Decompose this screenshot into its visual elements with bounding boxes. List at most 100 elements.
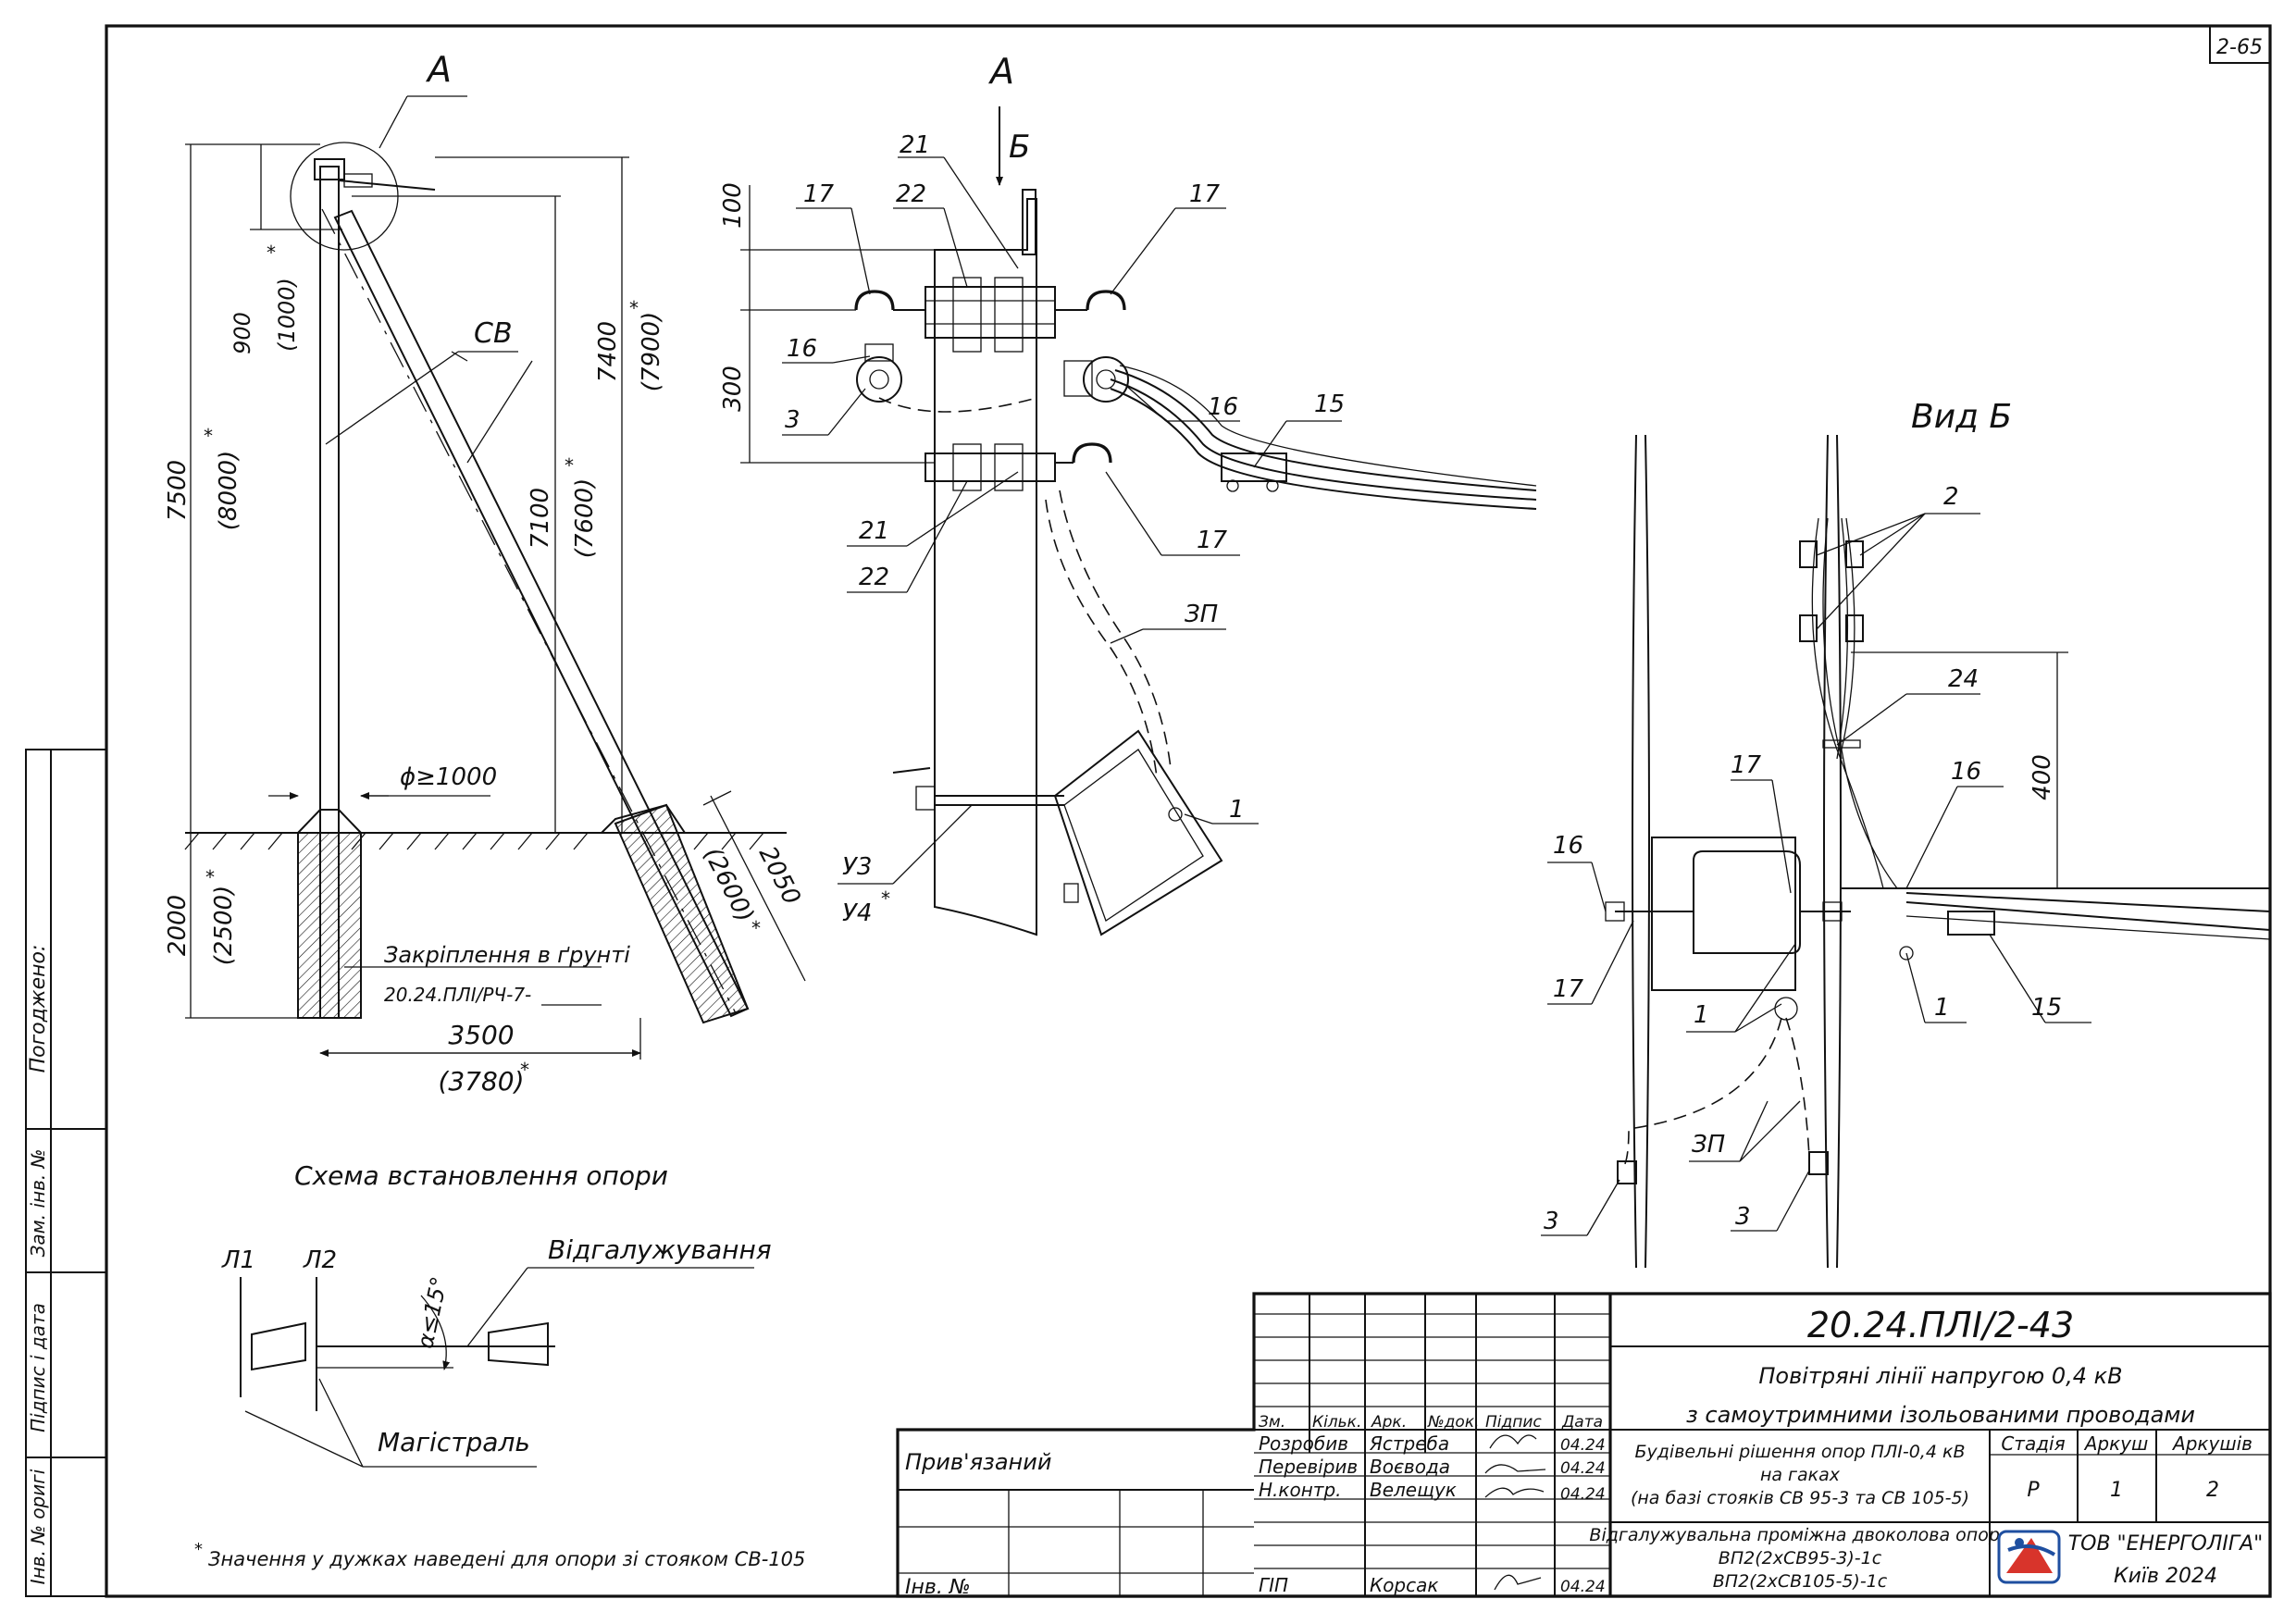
callout-16-viewb-right: 16	[1951, 758, 1981, 786]
tb-name-2: Велещук	[1370, 1479, 1457, 1501]
dim-7500: 7500	[164, 460, 192, 521]
pole-foundation	[297, 832, 362, 1019]
dim-3780: (3780)	[438, 1066, 524, 1097]
dim-7400: 7400	[594, 321, 622, 382]
sv-label: СВ	[474, 317, 513, 350]
title-block: Прив'язаний Інв. № Зм. Кільк. Арк. №док.…	[896, 1292, 2272, 1599]
detail-a-label: А	[987, 51, 1014, 92]
dim-2500-star: *	[205, 866, 215, 888]
callout-17-bottom: 17	[1197, 527, 1228, 554]
sheet-number-box: 2-65	[2209, 25, 2271, 64]
tb-head-zm: Зм.	[1259, 1413, 1285, 1432]
tb-inv-no: Інв. №	[905, 1576, 971, 1599]
callout-zp-viewb: ЗП	[1692, 1131, 1725, 1159]
tb-subject-2: на гаках	[1760, 1465, 1841, 1485]
callout-u3: У3	[842, 853, 872, 881]
callout-u4-star: *	[881, 887, 890, 910]
callout-1-detail: 1	[1229, 796, 1245, 824]
signatures	[1484, 1434, 1546, 1591]
callout-3-viewb-left: 3	[1544, 1208, 1559, 1235]
pit-diameter-label: ϕ≥1000	[400, 763, 497, 791]
stamp-replace-inv: Зам. інв. №	[27, 1149, 49, 1258]
tb-drawing-1: Відгалужувальна проміжна двоколова опора	[1589, 1525, 2010, 1545]
junction-box	[1053, 729, 1223, 936]
dim-100: 100	[719, 182, 747, 229]
callout-1-viewb-left: 1	[1694, 1001, 1709, 1029]
callout-15-viewb: 15	[2031, 994, 2062, 1022]
dim-8000-star: *	[204, 425, 213, 447]
footnote: Значення у дужках наведені для опори зі …	[208, 1548, 805, 1570]
callout-u4: У4	[842, 899, 872, 927]
clamp-left	[856, 356, 902, 403]
dim-3500: 3500	[448, 1020, 514, 1050]
detail-post	[934, 198, 1037, 936]
dim-2000: 2000	[164, 895, 192, 956]
callout-15: 15	[1314, 391, 1345, 418]
tb-head-ndok: №док.	[1427, 1413, 1480, 1432]
callout-16-viewb-left: 16	[1553, 832, 1583, 860]
tb-line1: Повітряні лінії напругою 0,4 кВ	[1758, 1363, 2122, 1389]
footnote-star: *	[194, 1540, 203, 1559]
dim-8000: (8000)	[215, 451, 242, 530]
arrow-b-label: Б	[1009, 129, 1030, 166]
tb-stage: Р	[2027, 1479, 2040, 1502]
dim-2500: (2500)	[210, 886, 238, 965]
sheet-number: 2-65	[2216, 36, 2263, 59]
dim-300: 300	[719, 366, 747, 412]
dim-7100: 7100	[527, 488, 554, 549]
callout-24: 24	[1948, 665, 1979, 693]
callout-17-viewb-left: 17	[1553, 975, 1584, 1003]
view-b-connector-15	[1947, 911, 1995, 936]
side-stamp: Погоджено: Зам. інв. № Підпис і дата Інв…	[25, 749, 107, 1597]
tb-date-2: 04.24	[1560, 1485, 1606, 1504]
tb-drawing-2: ВП2(2хСВ95-3)-1с	[1719, 1548, 1882, 1568]
callout-22-top: 22	[896, 180, 926, 208]
label-l1: Л1	[221, 1246, 255, 1274]
anchoring-title: Закріплення в ґрунті	[384, 942, 630, 968]
tb-sheet: 1	[2110, 1479, 2123, 1502]
tb-company: ТОВ "ЕНЕРГОЛІГА"	[2068, 1532, 2264, 1556]
stamp-orig-inv: Інв. № оригі	[27, 1469, 49, 1584]
dim-7600-star: *	[565, 454, 574, 477]
callout-1-viewb-right: 1	[1934, 994, 1950, 1022]
tb-head-ark: Арк.	[1371, 1413, 1407, 1432]
tb-city-year: Київ 2024	[2114, 1565, 2217, 1588]
dim-1000-star: *	[267, 242, 276, 264]
dim-7900-star: *	[629, 297, 639, 319]
tb-sheets: 2	[2206, 1479, 2219, 1502]
tb-name-1: Воєвода	[1370, 1456, 1450, 1478]
dim-7600: (7600)	[571, 478, 599, 558]
callout-3-left: 3	[785, 406, 800, 434]
dim-7900: (7900)	[638, 312, 665, 391]
tb-sheet-h: Аркуш	[2083, 1432, 2149, 1455]
label-mainline: Магістраль	[378, 1427, 530, 1457]
tb-bound: Прив'язаний	[905, 1449, 1051, 1475]
tb-date-0: 04.24	[1560, 1436, 1606, 1455]
clamp-right	[1083, 356, 1129, 403]
tb-stage-h: Стадія	[2001, 1432, 2065, 1455]
callout-17-viewb-top: 17	[1731, 751, 1762, 779]
tb-subject-3: (на базі стояків СВ 95-3 та СВ 105-5)	[1631, 1488, 1969, 1508]
tb-role-3: ГІП	[1259, 1574, 1288, 1596]
callout-22-bottom: 22	[859, 564, 889, 591]
label-branch: Відгалужування	[548, 1234, 772, 1265]
callout-zp-detail: ЗП	[1185, 601, 1218, 628]
tb-drawing-3: ВП2(2хСВ105-5)-1с	[1713, 1571, 1888, 1592]
spacers-2	[1799, 540, 1864, 642]
dim-900: 900	[230, 312, 255, 354]
dim-3780-star: *	[520, 1059, 529, 1081]
view-b-title: Вид Б	[1911, 398, 2012, 436]
tb-code: 20.24.ПЛІ/2-43	[1807, 1305, 2074, 1345]
tb-sheets-h: Аркушів	[2171, 1432, 2253, 1455]
callout-17-top-right: 17	[1189, 180, 1221, 208]
strut-foundation	[614, 803, 750, 1024]
callout-16-right: 16	[1208, 393, 1238, 421]
support-scheme-caption: Схема встановлення опори	[294, 1160, 668, 1191]
tb-subject-1: Будівельні рішення опор ПЛІ-0,4 кВ	[1635, 1442, 1966, 1462]
connector-15	[1221, 452, 1287, 482]
angle-label: α≤15°	[412, 1274, 453, 1351]
tb-date-1: 04.24	[1560, 1459, 1606, 1478]
label-l2: Л2	[303, 1246, 337, 1274]
dim-400: 400	[2029, 754, 2056, 800]
